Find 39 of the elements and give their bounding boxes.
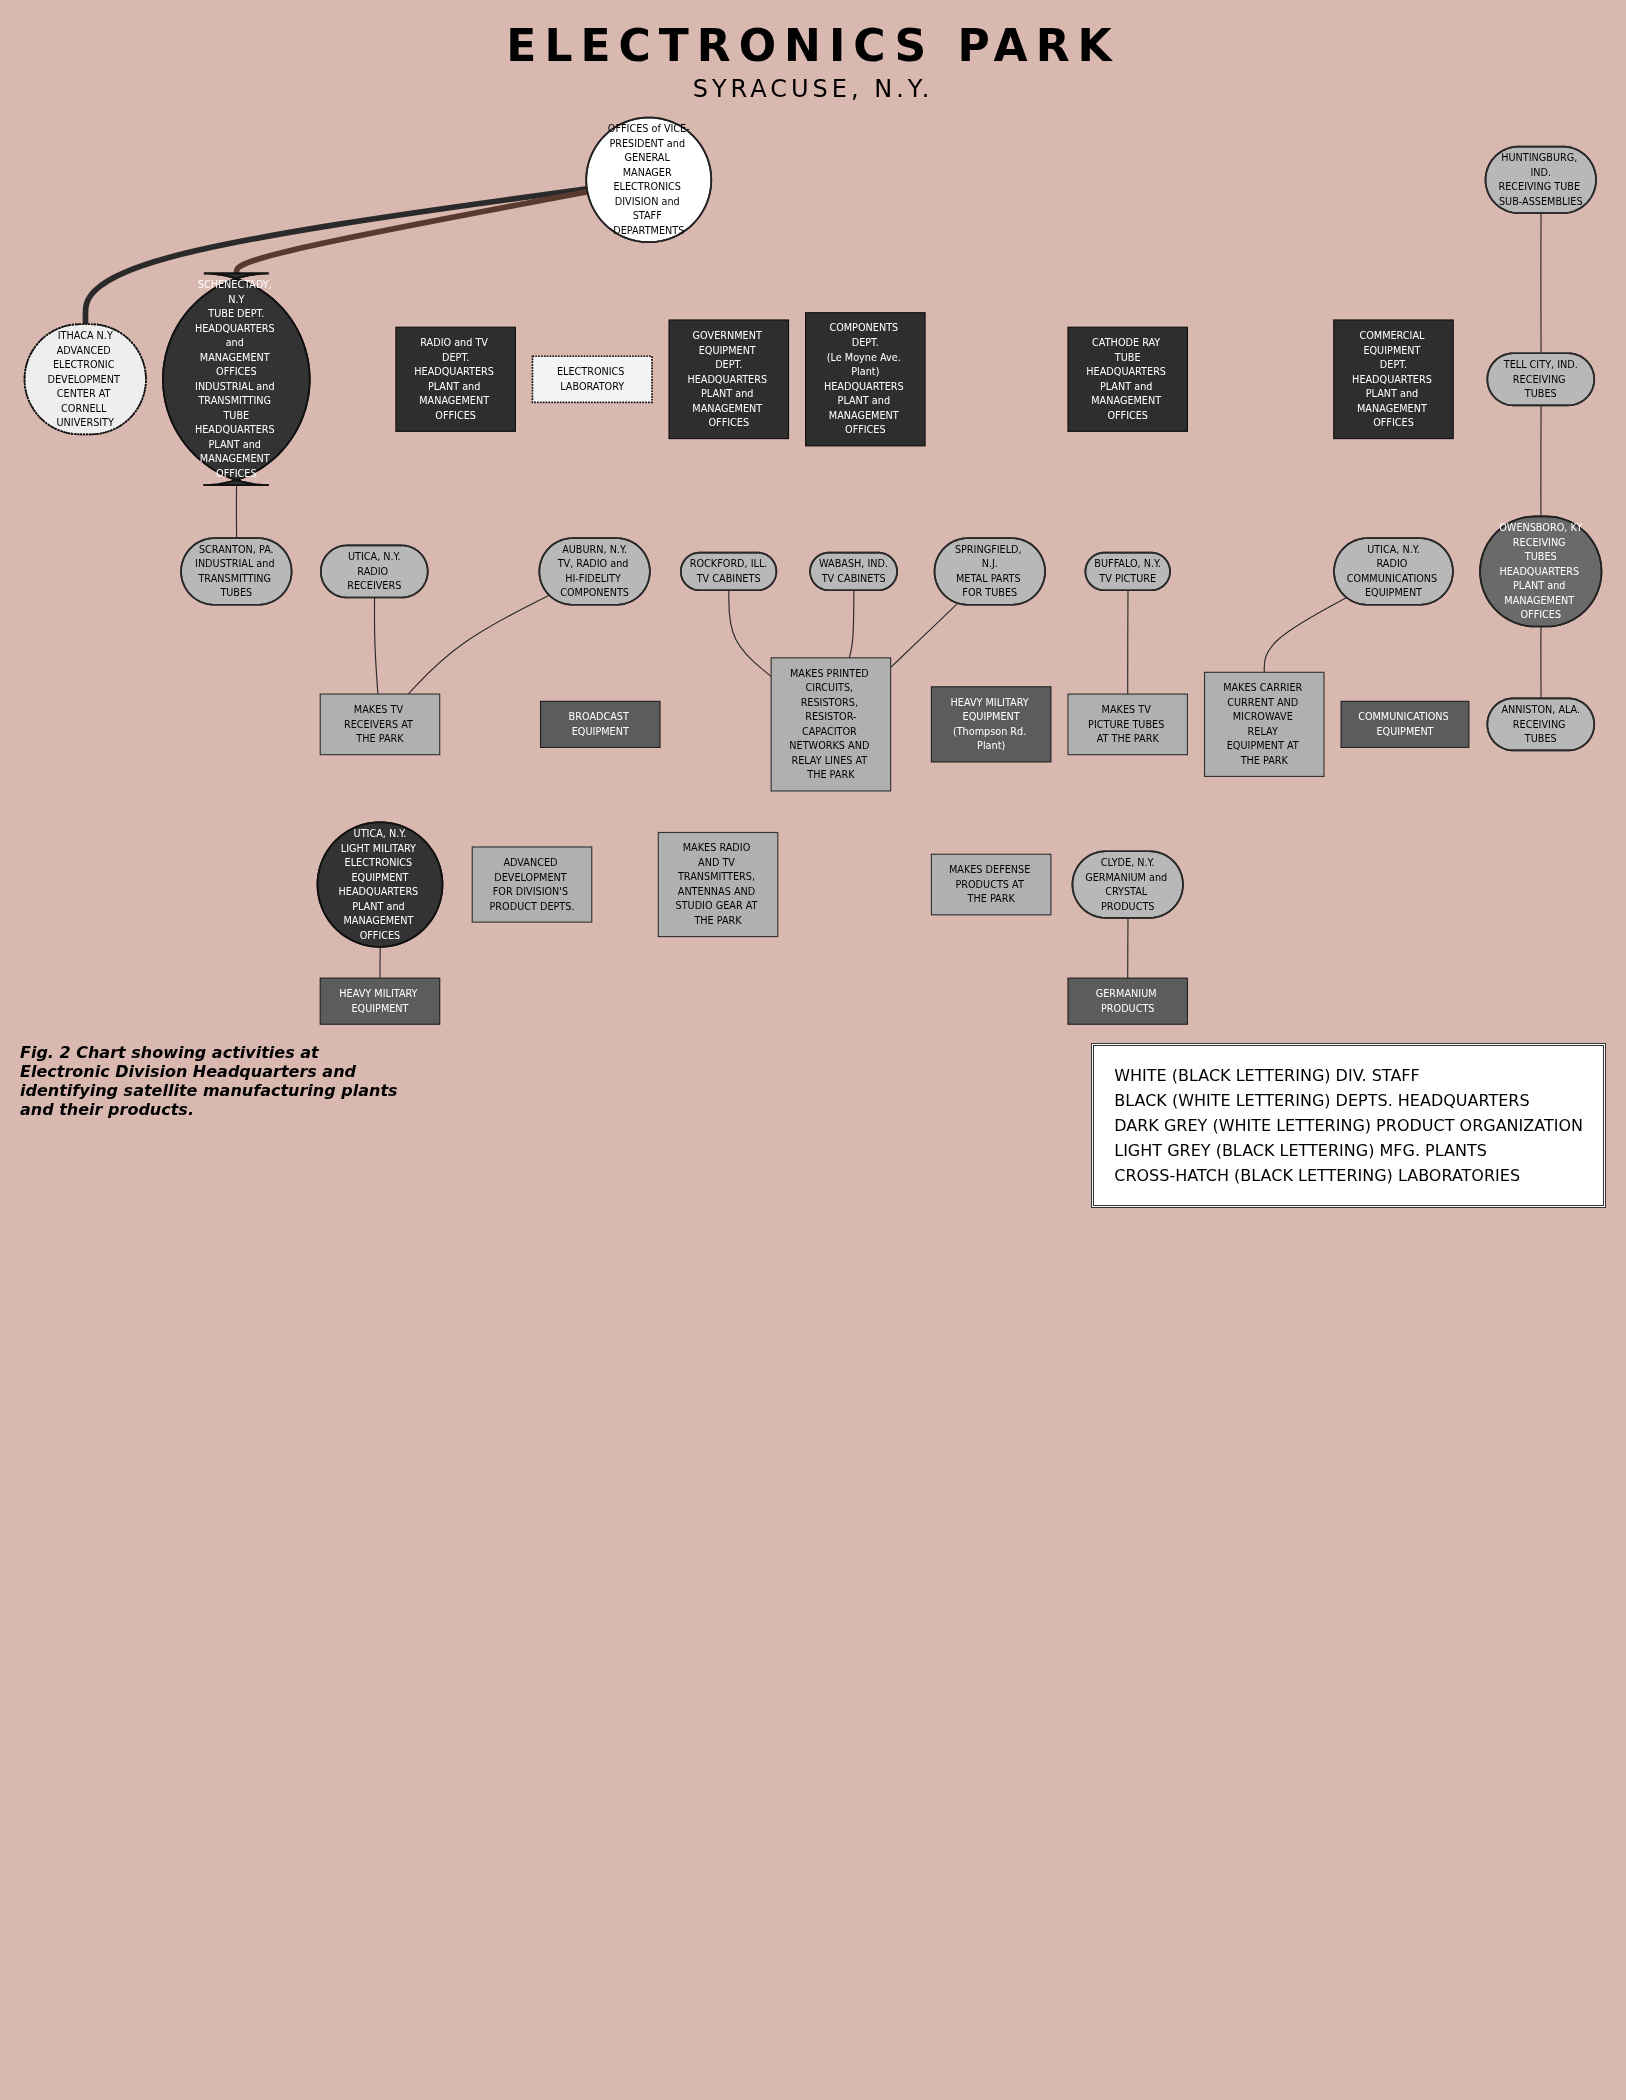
legend-entry: DARK GREY (WHITE LETTERING) PRODUCT ORGANIZATION [1114, 1115, 1583, 1135]
connector [848, 589, 855, 659]
connector [1540, 212, 1542, 355]
connector [82, 185, 588, 325]
node-box: GOVERNMENT EQUIPMENT DEPT. HEADQUARTERS PLANT and MANAGEMENT OFFICES [668, 319, 790, 440]
subtitle: SYRACUSE, N.Y. [691, 75, 935, 103]
connector [728, 589, 772, 677]
connector [373, 597, 379, 695]
node-box: MAKES DEFENSE PRODUCTS AT THE PARK [930, 853, 1052, 916]
node-box: MAKES PRINTED CIRCUITS, RESISTORS, RESISTOR-CAPACITOR NETWORKS AND RELAY LINES AT THE PARK [770, 657, 892, 792]
node-box: GERMANIUM PRODUCTS [1067, 977, 1188, 1025]
node-box: COMMERCIAL EQUIPMENT DEPT. HEADQUARTERS PLANT and MANAGEMENT OFFICES [1333, 319, 1454, 440]
node-box: MAKES RADIO AND TV TRANSMITTERS, ANTENNAS AND STUDIO GEAR AT THE PARK [657, 831, 779, 938]
node-box: RADIO and TV DEPT. HEADQUARTERS PLANT and MANAGEMENT OFFICES [395, 326, 516, 432]
node-box: HEAVY MILITARY EQUIPMENT (Thompson Rd. Plant) [930, 686, 1052, 763]
caption: Fig. 2 Chart showing activities at Electronic Division Headquarters and identifying satellite manufacturing plants and their products. [20, 1042, 399, 1119]
connector [1263, 596, 1348, 673]
legend-entry: BLACK (WHITE LETTERING) DEPTS. HEADQUARTERS [1114, 1090, 1531, 1110]
connector [1127, 917, 1129, 979]
connector [407, 594, 550, 695]
connector [890, 602, 959, 669]
connector [1127, 589, 1129, 695]
legend-entry: WHITE (BLACK LETTERING) DIV. STAFF [1114, 1065, 1421, 1085]
node-box: CATHODE RAY TUBE HEADQUARTERS PLANT and MANAGEMENT OFFICES [1067, 326, 1188, 432]
node-box: BROADCAST EQUIPMENT [539, 700, 661, 748]
node-box: MAKES TV RECEIVERS AT THE PARK [319, 693, 441, 756]
connector [1540, 405, 1542, 518]
legend-entry: CROSS-HATCH (BLACK LETTERING) LABORATORIES [1114, 1165, 1522, 1185]
title: ELECTRONICS PARK [505, 20, 1121, 71]
connector [379, 946, 381, 979]
legend-entry: LIGHT GREY (BLACK LETTERING) MFG. PLANTS [1114, 1140, 1488, 1160]
node-box: COMPONENTS DEPT. (Le Moyne Ave. Plant) HEADQUARTERS PLANT and MANAGEMENT OFFICES [805, 312, 926, 447]
node-box: ADVANCED DEVELOPMENT FOR DIVISION'S PRODUCT DEPTS. [471, 846, 593, 923]
node-box: MAKES TV PICTURE TUBES AT THE PARK [1067, 693, 1188, 756]
connector [1540, 626, 1542, 700]
node-box: MAKES CARRIER CURRENT AND MICROWAVE RELAY EQUIPMENT AT THE PARK [1203, 671, 1325, 777]
node-box: HEAVY MILITARY EQUIPMENT [319, 977, 441, 1025]
node-box: ELECTRONICS LABORATORY [531, 355, 653, 404]
node-box: COMMUNICATIONS EQUIPMENT [1340, 700, 1470, 748]
